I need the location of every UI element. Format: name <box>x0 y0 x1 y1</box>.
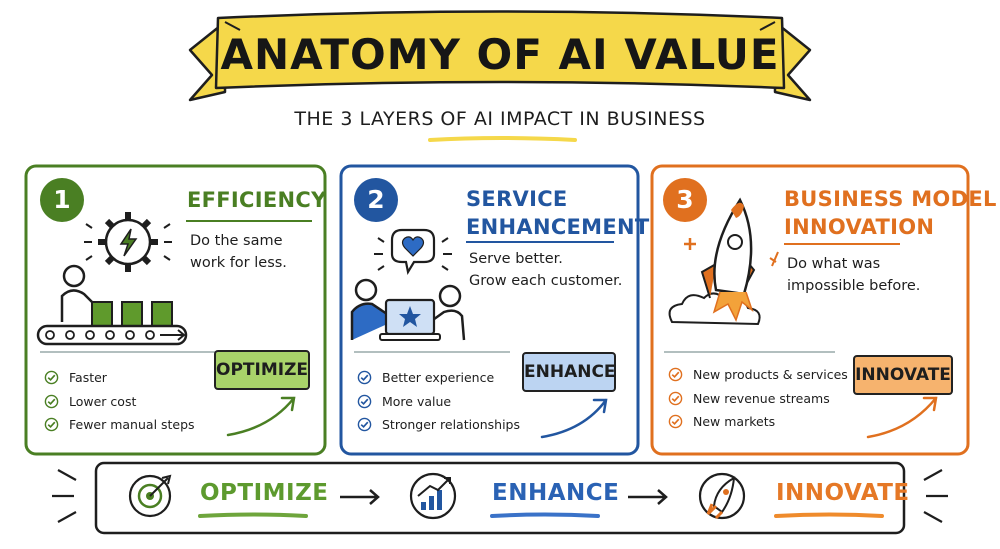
flow-frame <box>94 461 906 535</box>
list-item: New markets <box>668 410 848 434</box>
check-circle-icon <box>668 391 683 406</box>
panel-1-number: 1 <box>40 178 84 222</box>
enhance-arrow-icon <box>540 398 608 439</box>
panel-2-title: SERVICE ENHANCEMENT <box>466 185 650 241</box>
list-item: Fewer manual steps <box>44 413 195 437</box>
panel-2-number: 2 <box>354 178 398 222</box>
check-circle-icon <box>668 367 683 382</box>
bullet-text: Faster <box>69 370 107 385</box>
panel-1-bullets: Faster Lower cost Fewer manual steps <box>44 366 195 437</box>
check-circle-icon <box>668 414 683 429</box>
panel-1-desc-line-1: Do the same <box>190 233 283 249</box>
bullet-text: New markets <box>693 414 776 429</box>
panel-1-description: Do the same work for less. <box>190 230 287 274</box>
list-item: New products & services <box>668 363 848 387</box>
target-icon <box>128 474 172 518</box>
panel-3-description: Do what was impossible before. <box>787 253 920 297</box>
people-laptop-icon <box>350 278 466 341</box>
bullet-text: Lower cost <box>69 393 137 409</box>
panel-1-desc-line-2: work for less. <box>190 255 287 271</box>
panel-service-frame <box>339 164 640 456</box>
enhance-underline <box>490 512 600 518</box>
panel-3-title: BUSINESS MODEL INNOVATION <box>784 185 997 241</box>
panel-3-desc-line-1: Do what was <box>787 256 881 272</box>
bullet-text: New revenue streams <box>693 390 830 406</box>
panel-2-title-line-1: SERVICE <box>466 187 568 211</box>
conveyor-worker-icon <box>36 264 188 346</box>
page-subtitle: THE 3 LAYERS OF AI IMPACT IN BUSINESS <box>294 108 706 130</box>
check-circle-icon <box>44 394 59 409</box>
flow-step-optimize: OPTIMIZE <box>200 480 329 506</box>
panel-3-bullets: New products & services New revenue stre… <box>668 363 848 434</box>
list-item: More value <box>357 390 520 414</box>
list-item: Faster <box>44 366 195 390</box>
bullet-text: Stronger relationships <box>382 417 520 432</box>
panel-innovation-frame <box>650 164 970 456</box>
flow-step-innovate: INNOVATE <box>776 480 910 506</box>
list-item: Better experience <box>357 366 520 390</box>
optimize-tag: OPTIMIZE <box>214 350 310 390</box>
list-item: New revenue streams <box>668 387 848 411</box>
flow-arrow-1 <box>340 489 380 505</box>
innovate-arrow-icon <box>866 396 938 439</box>
panel-1-title: EFFICIENCY <box>187 186 327 214</box>
rocket-icon <box>668 197 779 326</box>
bullet-text: New products & services <box>693 367 848 382</box>
list-item: Lower cost <box>44 390 195 414</box>
enhance-tag: ENHANCE <box>522 352 616 392</box>
panel-3-title-line-1: BUSINESS MODEL <box>784 187 997 211</box>
bullet-text: Better experience <box>382 370 495 385</box>
check-circle-icon <box>357 417 372 432</box>
bullet-text: Fewer manual steps <box>69 417 195 432</box>
optimize-underline <box>198 512 308 518</box>
flow-step-enhance: ENHANCE <box>492 480 620 506</box>
optimize-arrow-icon <box>226 396 296 437</box>
panel-2-title-line-2: ENHANCEMENT <box>466 215 650 239</box>
panel-3-number: 3 <box>663 178 707 222</box>
panel-2-desc-line-1: Serve better. <box>469 251 563 267</box>
panel-1-title-line-1: EFFICIENCY <box>187 188 327 212</box>
title-banner <box>188 10 812 102</box>
check-circle-icon <box>44 370 59 385</box>
flow-rocket-icon <box>698 472 746 520</box>
panel-2-description: Serve better. Grow each customer. <box>469 248 622 292</box>
panel-3-desc-line-2: impossible before. <box>787 278 921 294</box>
page-title: ANATOMY OF AI VALUE <box>220 30 780 79</box>
innovate-tag: INNOVATE <box>853 355 953 395</box>
subtitle-underline <box>428 136 577 142</box>
flow-arrow-2 <box>628 489 668 505</box>
heart-speech-icon <box>374 228 452 276</box>
check-circle-icon <box>44 417 59 432</box>
panel-3-title-line-2: INNOVATION <box>784 215 935 239</box>
list-item: Stronger relationships <box>357 413 520 437</box>
panel-2-bullets: Better experience More value Stronger re… <box>357 366 520 437</box>
panel-2-desc-line-2: Grow each customer. <box>469 273 623 289</box>
check-circle-icon <box>357 394 372 409</box>
growth-chart-icon <box>409 472 457 520</box>
innovate-underline <box>774 512 884 518</box>
bullet-text: More value <box>382 393 452 409</box>
gear-lightning-icon <box>84 212 172 272</box>
check-circle-icon <box>357 370 372 385</box>
panel-efficiency-frame <box>24 164 327 456</box>
